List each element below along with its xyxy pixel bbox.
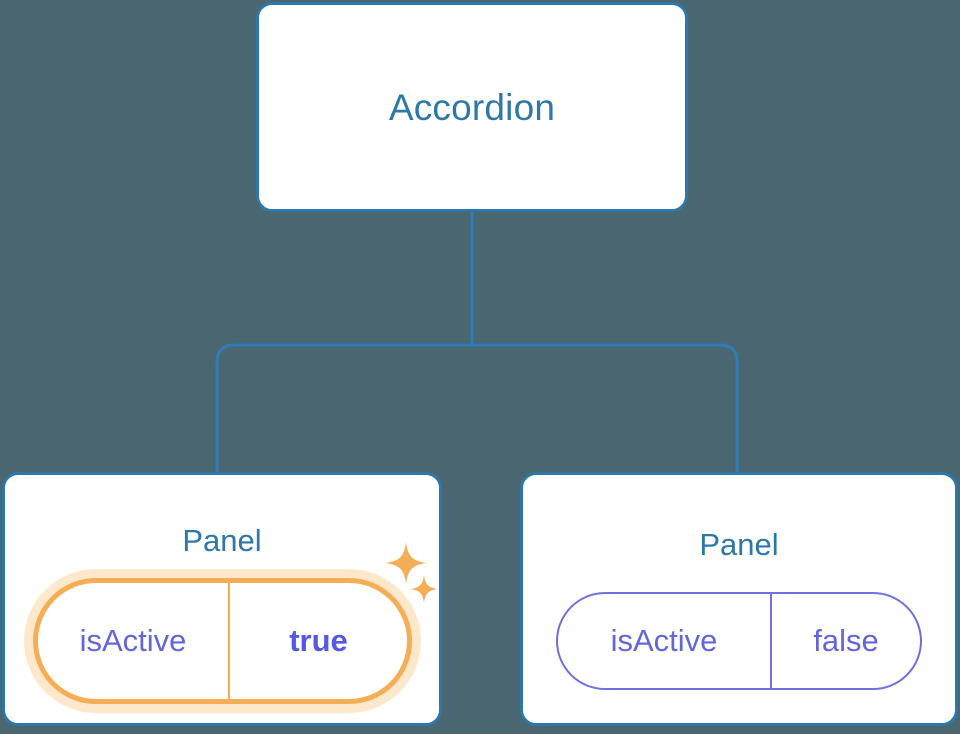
node-panel-left-title: Panel (182, 523, 262, 558)
node-accordion[interactable]: Accordion (256, 2, 688, 212)
prop-pill-isactive-false[interactable]: isActive false (556, 592, 922, 690)
prop-key-isactive: isActive (558, 594, 772, 688)
connector-branch-bus (215, 343, 739, 474)
node-panel-right-title: Panel (699, 527, 779, 562)
prop-key-isactive: isActive (38, 583, 230, 699)
prop-pill-isactive-true[interactable]: isActive true (33, 578, 412, 704)
prop-value-false: false (813, 623, 879, 658)
node-accordion-title: Accordion (388, 86, 556, 128)
prop-value-true: true (289, 623, 348, 658)
